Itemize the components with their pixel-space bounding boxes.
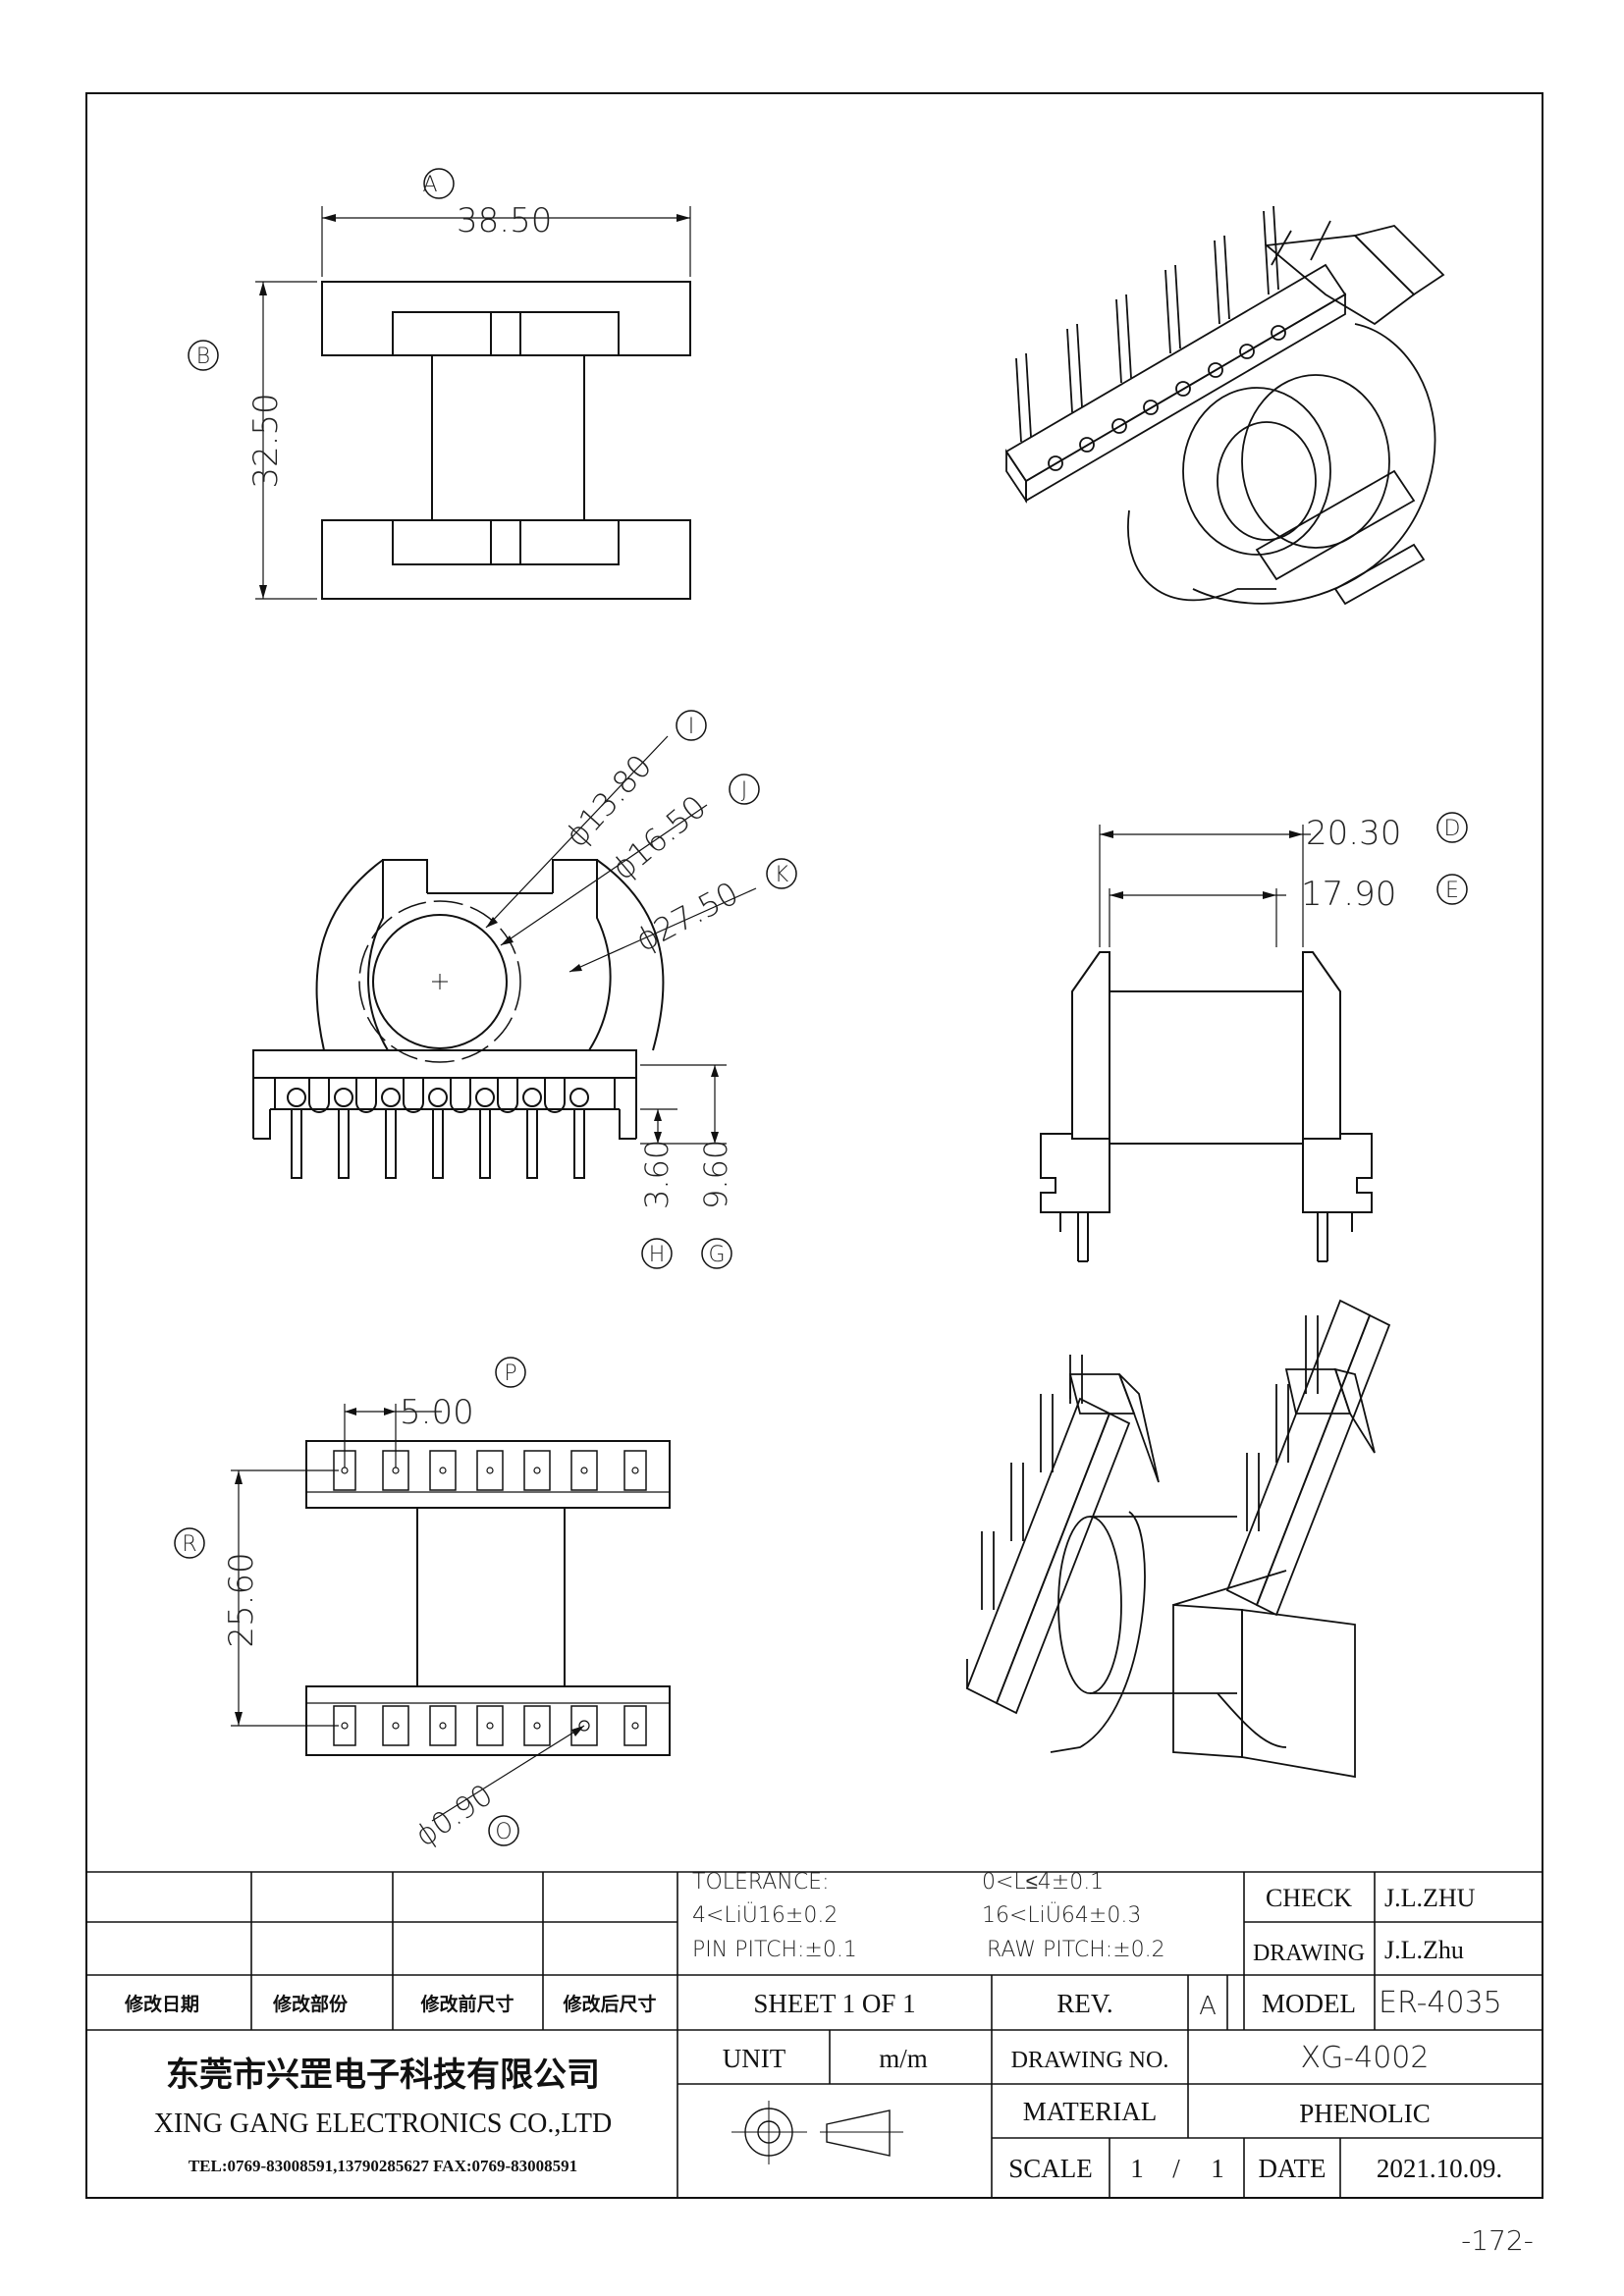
bottom-view [231,1404,671,1822]
scale-separator: / [1172,2154,1180,2183]
dim-O [488,1815,519,1846]
side-view [1040,825,1373,1262]
company-name-cn: 东莞市兴罡电子科技有限公司 [166,2056,600,2094]
dim-D-tag: D [1444,817,1461,841]
top-view [255,206,691,600]
rev-col-after: 修改后尺寸 [562,1993,656,2015]
dim-E-tag: E [1445,879,1459,903]
isometric-view-top [1004,205,1445,606]
dim-G [701,1238,732,1269]
dim-D [1436,812,1468,843]
dim-E-value: 17.90 [1301,875,1396,914]
tolerance-2: 4<LiÜ16±0.2 [692,1901,838,1928]
dim-J [729,774,760,805]
tolerance-label: TOLERANCE: [692,1870,830,1895]
scale-label: SCALE [1008,2154,1093,2183]
tolerance-3: 16<LiÜ64±0.3 [982,1901,1141,1928]
dim-A [423,168,455,199]
dim-J-tag: J [741,778,748,803]
dim-A-tag: A [422,173,437,197]
page-number: -172- [1461,2224,1534,2257]
dim-I [676,710,707,741]
dim-R [174,1527,205,1559]
dim-G-tag: G [708,1243,725,1267]
dim-H-tag: H [649,1243,666,1267]
dim-B [188,340,219,371]
rev-col-date: 修改日期 [124,1993,199,2015]
date-value: 2021.10.09. [1377,2154,1502,2183]
dim-O-value: ϕ0.90 [409,1778,499,1853]
tolerance-1: 0<L≤4±0.1 [982,1870,1104,1895]
check-label: CHECK [1266,1884,1352,1912]
dim-I-tag: I [688,715,695,739]
projection-symbol [731,2101,903,2164]
drawing-label: DRAWING [1253,1941,1365,1966]
dim-G-value: 9.60 [697,1140,734,1209]
dim-K-value: ϕ27.50 [629,875,744,959]
sheet-border [85,92,1543,2199]
drawing-value: J.L.Zhu [1384,1936,1464,1964]
material-value: PHENOLIC [1299,2099,1431,2128]
unit-value: m/m [879,2044,928,2073]
scale-numerator: 1 [1130,2154,1144,2183]
model-value: ER-4035 [1379,1986,1502,2020]
dim-K [766,858,797,889]
scale-denominator: 1 [1211,2154,1224,2183]
material-label: MATERIAL [1023,2097,1158,2126]
rev-value: A [1199,1992,1217,2021]
drawing-no-label: DRAWING NO. [1011,2048,1169,2073]
rev-label: REV. [1056,1989,1112,2018]
dim-R-value: 25.60 [222,1552,261,1647]
dim-D-value: 20.30 [1306,814,1401,853]
rev-col-part: 修改部份 [272,1993,349,2015]
dim-R-tag: R [182,1532,196,1557]
model-label: MODEL [1262,1989,1356,2018]
sheet-info: SHEET 1 OF 1 [753,1989,915,2018]
company-name-en: XING GANG ELECTRONICS CO.,LTD [154,2109,612,2139]
dim-E [1436,874,1468,905]
dim-B-tag: B [196,345,210,369]
title-block [86,1871,1543,2198]
front-view [252,735,757,1179]
drawing-no-value: XG-4002 [1301,2041,1430,2075]
isometric-view-bottom [965,1299,1391,1779]
dim-O-tag: O [495,1820,512,1844]
dim-B-value: 32.50 [246,393,286,488]
rev-col-before: 修改前尺寸 [419,1993,514,2015]
pin-pitch: PIN PITCH:±0.1 [692,1938,857,1962]
company-contact: TEL:0769-83008591,13790285627 FAX:0769-8… [189,2157,577,2175]
unit-label: UNIT [723,2044,786,2073]
check-value: J.L.ZHU [1384,1884,1476,1912]
raw-pitch: RAW PITCH:±0.2 [987,1938,1165,1962]
dim-P [495,1357,526,1388]
dim-K-tag: K [775,863,789,887]
date-label: DATE [1259,2154,1326,2183]
dim-H [641,1238,673,1269]
dim-A-value: 38.50 [457,201,552,240]
dim-P-value: 5.00 [400,1393,474,1432]
dim-P-tag: P [504,1362,516,1386]
dim-H-value: 3.60 [638,1140,676,1209]
